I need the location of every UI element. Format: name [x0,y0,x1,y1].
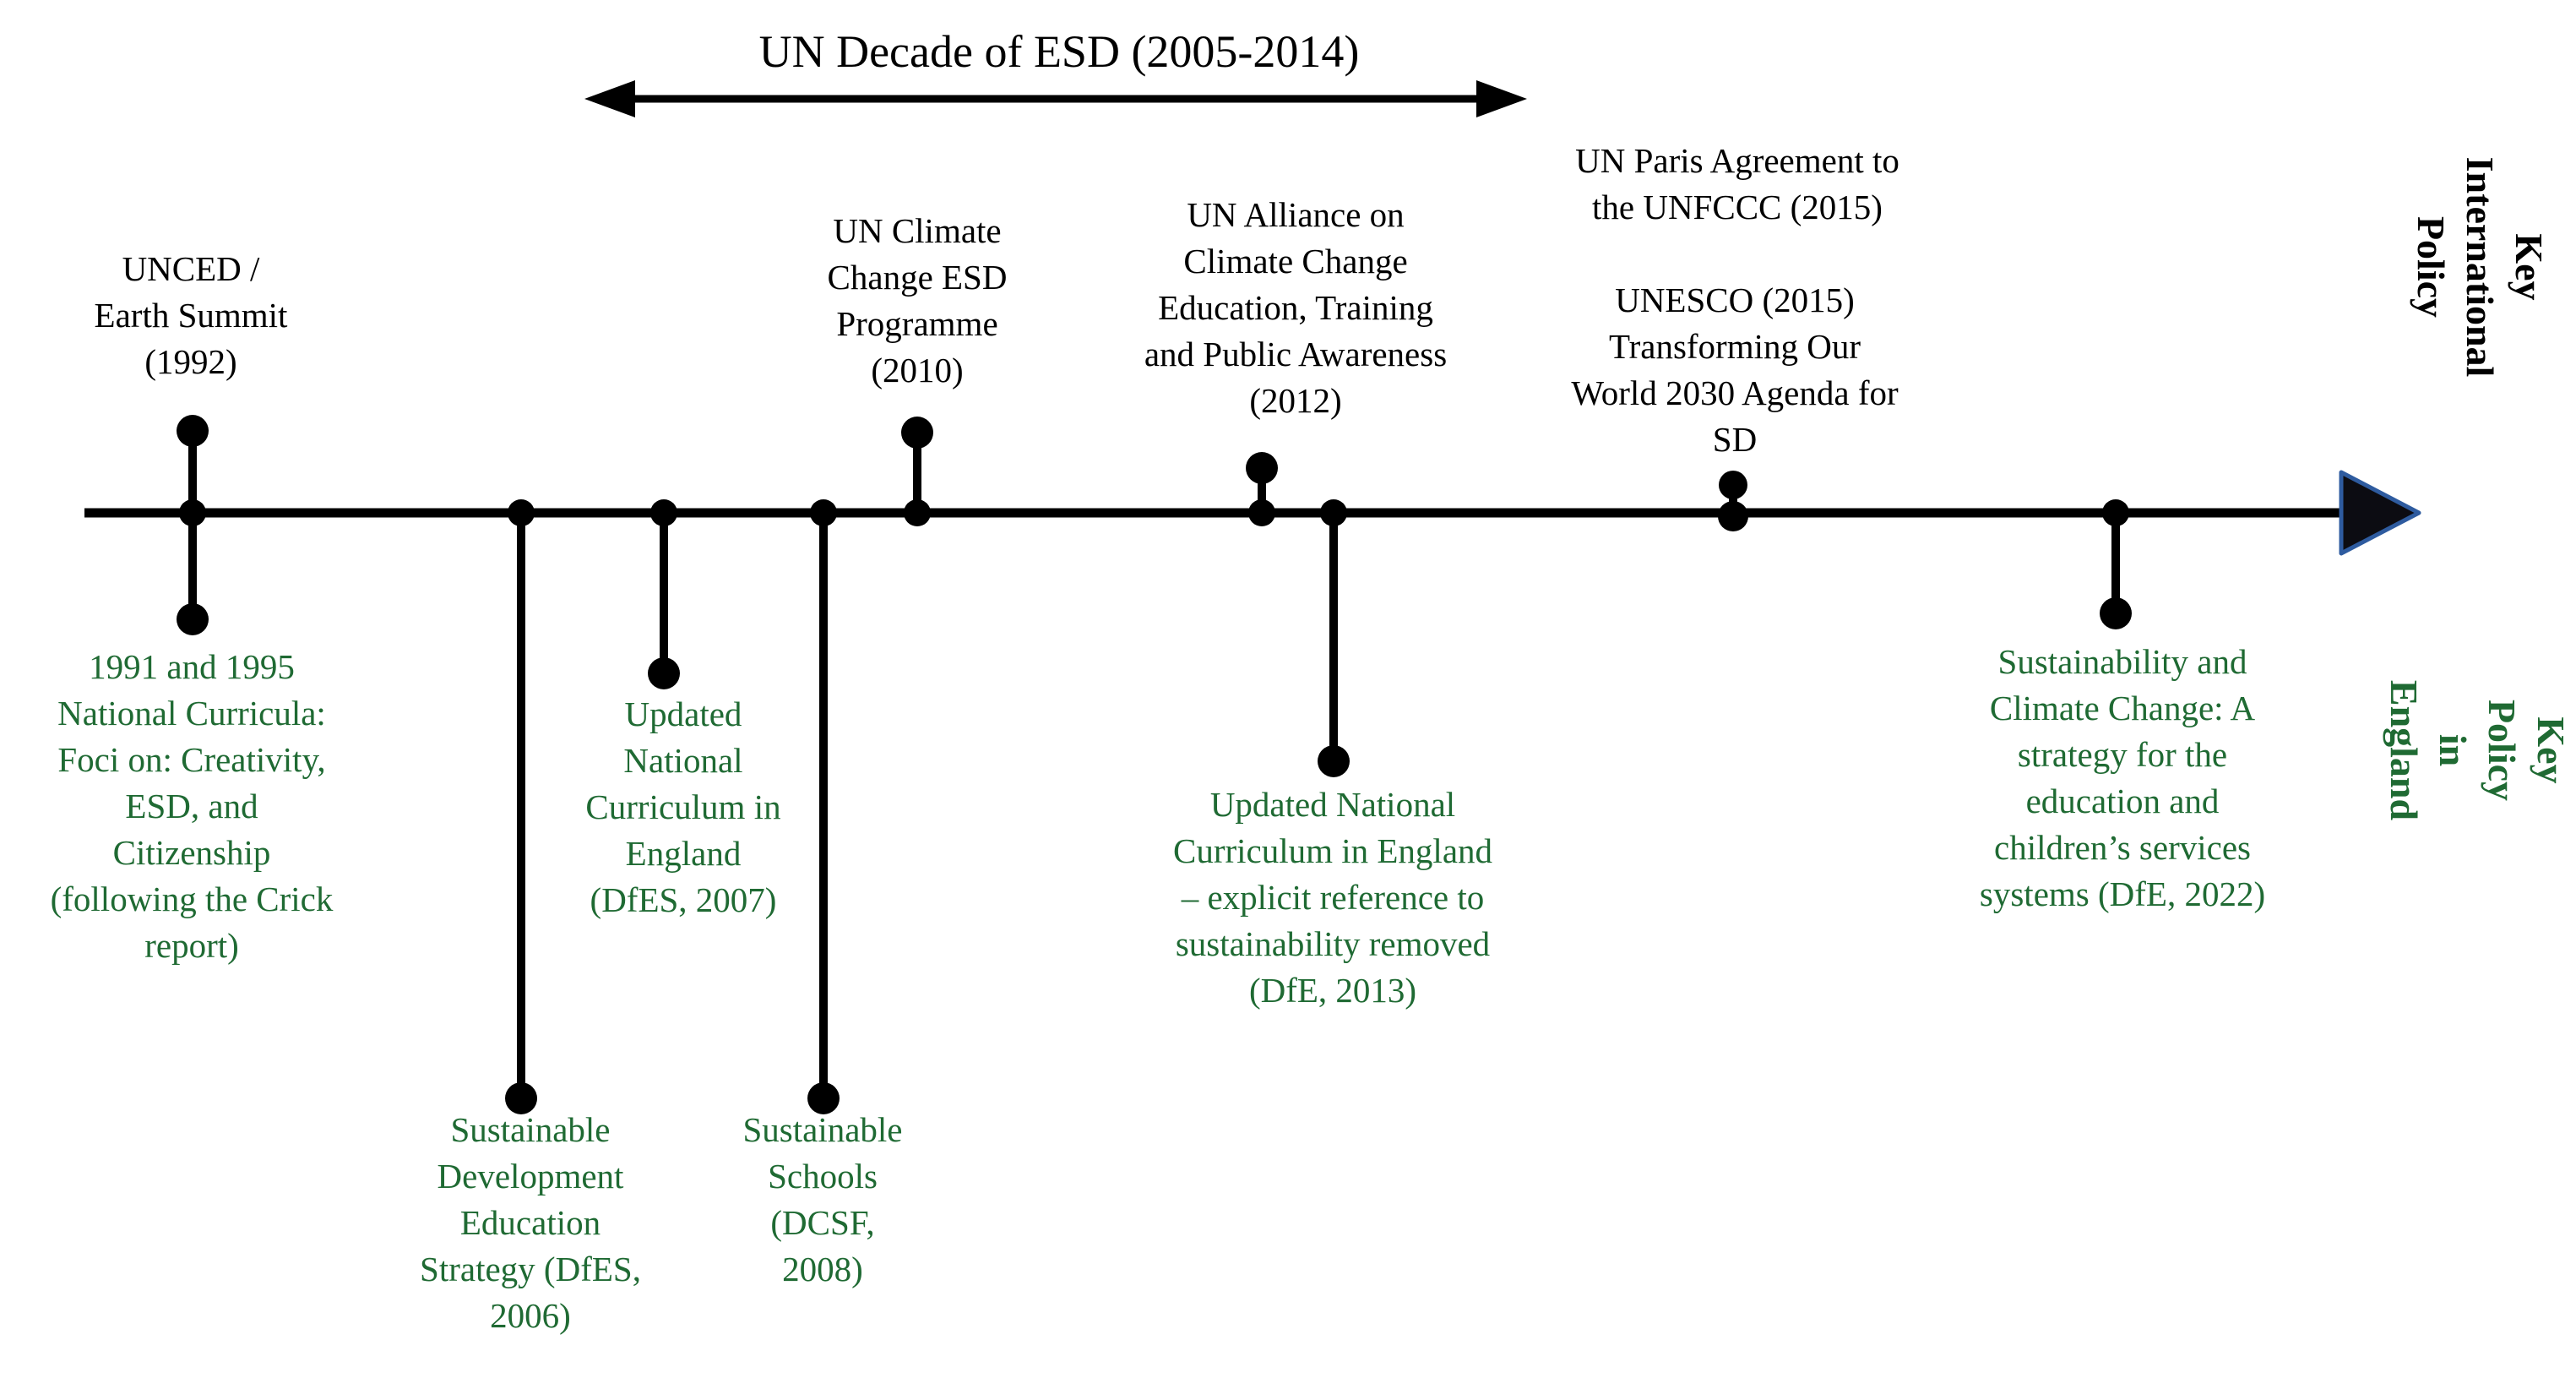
dot-2006-node [508,499,535,526]
timeline-axis [84,470,2421,556]
dot-2013-bottom [1318,745,1350,777]
event-marker-2010 [901,417,933,526]
event-marker-2007 [648,499,680,689]
event-label-national-curricula-1991-1995: 1991 and 1995 National Curricula: Foci o… [50,647,334,965]
dot-2006-bottom [505,1082,537,1114]
event-label-sd-education-strategy-2006: Sustainable Development Education Strate… [420,1110,641,1335]
event-label-updated-curriculum-2007: Updated National Curriculum in England (… [585,694,781,919]
timeline-arrowhead-icon [2339,470,2421,556]
event-label-unced-1992: UNCED / Earth Summit (1992) [94,249,288,381]
decade-span-arrow [584,80,1527,117]
event-label-sustainability-strategy-2022: Sustainability and Climate Change: A str… [1979,642,2266,913]
dot-2015-top [1719,471,1747,499]
event-label-sustainable-schools-2008: Sustainable Schools (DCSF, 2008) [742,1110,903,1288]
dot-2008-node [810,499,837,526]
dot-2007-node [650,499,677,526]
dot-1992-bottom [177,603,209,635]
event-marker-2006 [505,499,537,1114]
event-marker-1992 [177,415,209,635]
dot-1992-node [179,499,206,526]
dot-2012-top [1246,452,1278,484]
dot-2008-bottom [807,1082,840,1114]
decade-banner-title: UN Decade of ESD (2005-2014) [758,26,1360,77]
dot-2010-top [901,417,933,449]
event-marker-2012 [1246,452,1278,526]
dot-2013-node [1320,499,1347,526]
event-label-un-alliance-2012: UN Alliance on Climate Change Education,… [1144,195,1448,420]
dot-2007-bottom [648,657,680,689]
dot-2010-node [904,499,931,526]
arrow-left-icon [584,80,635,117]
axis-label-key-international-policy: Key International Policy [2410,156,2551,378]
event-marker-2022 [2100,499,2132,629]
event-label-updated-curriculum-2013: Updated National Curriculum in England –… [1172,785,1493,1010]
dot-2022-bottom [2100,597,2132,629]
dot-2015-node [1718,501,1748,531]
dot-1992-top [177,415,209,447]
axis-label-key-policy-in-england: Key Policy in England [2383,679,2573,821]
event-marker-2013 [1318,499,1350,777]
event-marker-2008 [807,499,840,1114]
dot-2022-node [2102,499,2129,526]
dot-2012-node [1248,499,1275,526]
event-label-unesco-2015: UNESCO (2015) Transforming Our World 203… [1571,281,1899,459]
arrow-right-icon [1476,80,1527,117]
event-label-un-climate-esd-2010: UN Climate Change ESD Programme (2010) [827,211,1008,389]
event-marker-2015 [1718,471,1748,531]
event-label-paris-agreement-2015: UN Paris Agreement to the UNFCCC (2015) [1575,141,1899,226]
